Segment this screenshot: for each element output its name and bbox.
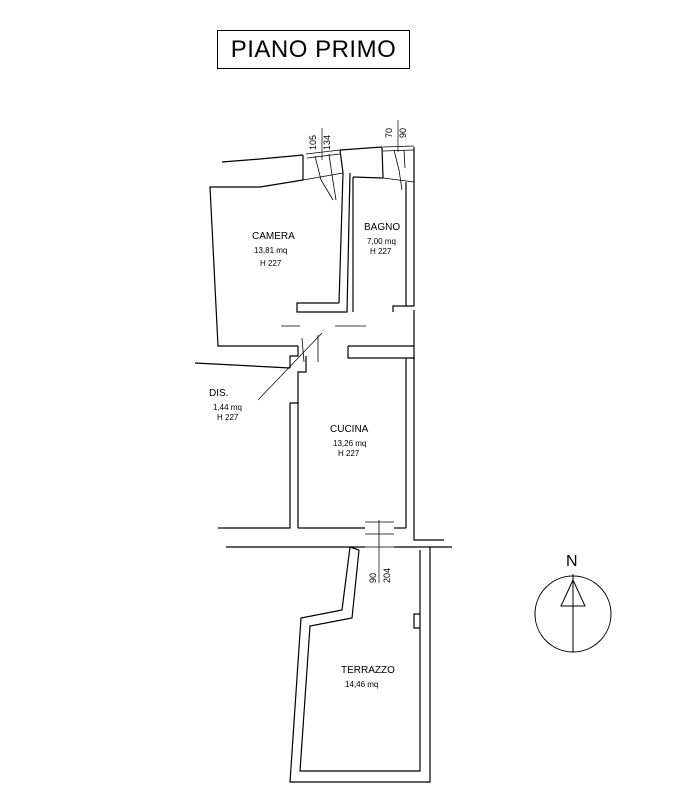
wall-segment (381, 146, 384, 179)
cucina-door-sill-label: 90 (368, 573, 378, 583)
camera-window-sill-label: 105 (308, 135, 318, 150)
camera-window-height-label: 134 (322, 135, 332, 150)
terrazzo-outer (289, 546, 431, 783)
walls (194, 146, 452, 783)
camera-right-wall (296, 172, 351, 313)
camera-window-reveal (328, 153, 337, 201)
cucina-top-wall (347, 346, 414, 359)
bagno-name: BAGNO (364, 222, 400, 233)
top-wall-outer (221, 154, 304, 163)
bagno-window (382, 177, 415, 183)
top-wall-middle (339, 146, 383, 151)
bagno-window-reveal (393, 149, 403, 191)
wall-segment (339, 149, 344, 174)
bagno-window (382, 149, 415, 152)
camera-window (302, 172, 344, 181)
north-compass: N (534, 553, 612, 653)
dis-wall-left (289, 346, 299, 368)
cucina-door-height-label: 204 (382, 568, 392, 583)
cucina-name: CUCINA (330, 424, 369, 435)
facade-inner (413, 534, 444, 541)
wall-segment (338, 172, 344, 304)
bagno-top-wall (352, 176, 384, 179)
camera-height: H 227 (260, 259, 282, 268)
bagno-window-height-label: 90 (398, 128, 408, 138)
dis-leader (257, 332, 323, 401)
terrazzo-area: 14,46 mq (345, 680, 378, 689)
dis-area: 1,44 mq (213, 403, 242, 412)
terrazzo-downpipe (413, 613, 420, 629)
bagno-outer-right (406, 182, 415, 307)
camera-left-wall (209, 186, 298, 347)
title-box: PIANO PRIMO (217, 30, 410, 69)
camera-window (305, 149, 341, 155)
dis-wall-inner (297, 356, 307, 403)
camera-area: 13,81 mq (254, 246, 287, 255)
top-wall-inner (259, 179, 304, 188)
bagno-right-wall (392, 182, 407, 312)
bagno-height: H 227 (370, 247, 392, 256)
bagno-window (382, 145, 415, 148)
bagno-window-reveal (403, 149, 406, 169)
leaders (257, 120, 399, 583)
north-label: N (566, 553, 578, 570)
page-title: PIANO PRIMO (230, 35, 397, 63)
dis-height: H 227 (217, 413, 239, 422)
terrazzo-inner (299, 549, 421, 772)
bagno-area: 7,00 mq (367, 237, 396, 246)
terrazzo-name: TERRAZZO (341, 665, 395, 676)
camera-name: CAMERA (252, 231, 295, 242)
dis-name: DIS. (209, 388, 228, 399)
cucina-left-wall (290, 402, 299, 528)
cucina-height: H 227 (338, 449, 360, 458)
compass-arrow-icon (560, 578, 586, 607)
cucina-area: 13,26 mq (333, 439, 366, 448)
openings (281, 145, 415, 548)
wall-segment (194, 362, 291, 369)
wall-segment (349, 546, 360, 551)
cucina-left-outer (218, 403, 291, 529)
door-leaf (301, 337, 305, 363)
camera-window (306, 153, 341, 159)
bagno-window-sill-label: 70 (384, 128, 394, 138)
camera-window-reveal (314, 155, 334, 201)
